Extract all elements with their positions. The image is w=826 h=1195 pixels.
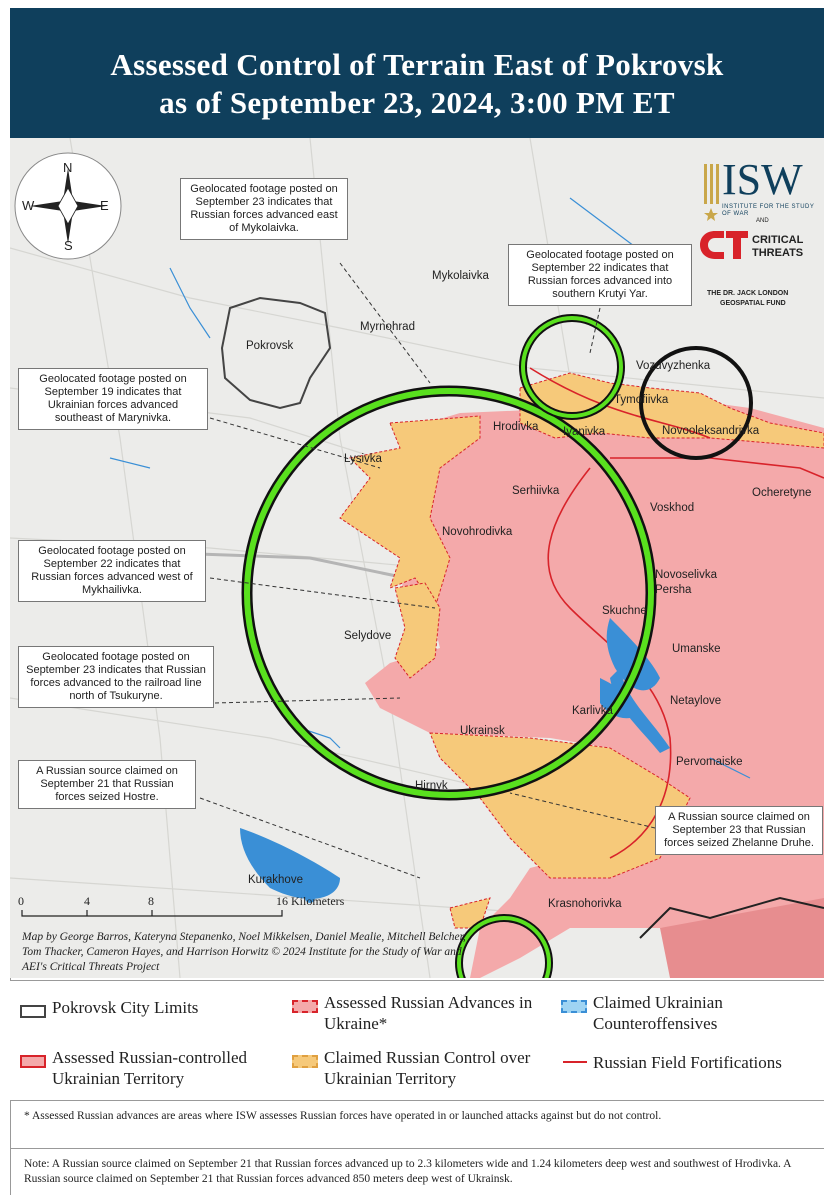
- place-ivanivka: Ivanivka: [563, 426, 606, 438]
- place-novoselivka-persha: Novoselivka Persha: [655, 569, 717, 596]
- ct-logo-line2: THREATS: [752, 247, 804, 259]
- legend-swatch-city-limits: [20, 1005, 46, 1018]
- place-mykolaivka: Mykolaivka: [432, 270, 489, 282]
- legend-swatch-russian-advances: [292, 1000, 318, 1013]
- isw-logo-subtext: INSTITUTE FOR THE STUDY OF WAR: [722, 204, 815, 217]
- compass-rose: [14, 152, 122, 260]
- callout-zhelanne-druhe: A Russian source claimed on September 23…: [655, 806, 823, 855]
- frontline-boundary: [639, 896, 824, 939]
- callout-mykhailivka: Geolocated footage posted on September 2…: [18, 540, 206, 602]
- highlight-circle-krasnohorivka[interactable]: [457, 916, 551, 978]
- compass-south-label: S: [64, 238, 73, 253]
- highlight-circle-novooleksandrivka[interactable]: [639, 346, 753, 460]
- scale-tick-4: 4: [84, 894, 90, 908]
- highlight-circle-large[interactable]: [244, 388, 654, 798]
- callout-krutyi-yar: Geolocated footage posted on September 2…: [508, 244, 692, 306]
- legend-label-russian-controlled: Assessed Russian-controlled Ukrainian Te…: [52, 1048, 248, 1088]
- legend-swatch-claimed-russian-control: [292, 1055, 318, 1068]
- place-karlivka: Karlivka: [572, 705, 613, 717]
- place-novooleksandrivka: Novooleksandrivka: [662, 425, 760, 437]
- map-credits: Map by George Barros, Kateryna Stepanenk…: [22, 931, 466, 973]
- place-umanske: Umanske: [672, 643, 721, 655]
- place-voskhod: Voskhod: [650, 502, 695, 514]
- ct-logo-line1: CRITICAL: [752, 234, 804, 246]
- legend-swatch-ukrainian-counteroffensives: [561, 1000, 587, 1013]
- london-fund-line2: GEOSPATIAL FUND: [720, 300, 786, 307]
- logo-and-label: AND: [756, 218, 769, 224]
- place-selydove: Selydove: [344, 630, 392, 642]
- legend-label-field-fortifications: Russian Field Fortifications: [593, 1053, 782, 1072]
- place-myrnohrad: Myrnohrad: [360, 321, 415, 333]
- place-netaylove: Netaylove: [670, 695, 722, 707]
- claimed-russian-control: [339, 372, 824, 929]
- map-header: Assessed Control of Terrain East of Pokr…: [10, 8, 824, 138]
- callout-mykolaivka: Geolocated footage posted on September 2…: [180, 178, 348, 240]
- place-kurakhove: Kurakhove: [248, 874, 303, 886]
- compass-north-label: N: [63, 160, 73, 175]
- place-lysivka: Lysivka: [344, 453, 382, 465]
- map-title-line2: as of September 23, 2024, 3:00 PM ET: [159, 85, 675, 120]
- callout-hostre: A Russian source claimed on September 21…: [18, 760, 196, 809]
- isw-logo-mark: [704, 164, 719, 221]
- ct-logo-mark: [700, 231, 748, 259]
- place-hrodivka: Hrodivka: [493, 421, 539, 433]
- legend-swatch-russian-controlled: [20, 1055, 46, 1068]
- callout-tsukuryne: Geolocated footage posted on September 2…: [18, 646, 214, 708]
- map-area[interactable]: N S W E ISW INSTITUTE FOR THE STUDY OF W…: [10, 138, 824, 978]
- scale-tick-0: 0: [18, 894, 24, 908]
- place-tymofiivka: Tymofiivka: [614, 394, 669, 406]
- compass-east-label: E: [100, 198, 109, 213]
- legend-swatch-field-fortifications: [563, 1061, 587, 1063]
- legend-label-russian-advances: Assessed Russian Advances in Ukraine*: [324, 993, 533, 1033]
- legend-label-claimed-russian-control: Claimed Russian Control over Ukrainian T…: [324, 1048, 531, 1088]
- place-pokrovsk: Pokrovsk: [246, 340, 294, 352]
- map-title-line1: Assessed Control of Terrain East of Pokr…: [110, 47, 724, 82]
- place-ukrainsk: Ukrainsk: [460, 725, 505, 737]
- place-ocheretyne: Ocheretyne: [752, 487, 812, 499]
- callout-leader-lines: [199, 262, 656, 879]
- place-vozdvyzhenka: Vozdvyzhenka: [636, 360, 711, 372]
- highlight-circle-krutyi-yar[interactable]: [521, 316, 623, 418]
- london-fund-line1: THE DR. JACK LONDON: [707, 290, 789, 297]
- pokrovsk-city-limits: [220, 296, 332, 410]
- legend-label-city-limits: Pokrovsk City Limits: [52, 998, 199, 1017]
- place-krasnohorivka: Krasnohorivka: [548, 898, 622, 910]
- legend-label-ukrainian-counteroffensives: Claimed Ukrainian Counteroffensives: [593, 993, 723, 1033]
- isw-logo-text: ISW: [722, 155, 803, 204]
- scale-bar: [21, 910, 283, 917]
- scale-tick-16: 16 Kilometers: [276, 894, 345, 908]
- scale-tick-8: 8: [148, 894, 154, 908]
- place-novohrodivka: Novohrodivka: [442, 526, 513, 538]
- map-legend: Pokrovsk City Limits Assessed Russian Ad…: [10, 980, 824, 1101]
- russian-controlled-hatched: [660, 898, 824, 978]
- place-hirnyk: Hirnyk: [415, 780, 448, 792]
- callout-marynivka: Geolocated footage posted on September 1…: [18, 368, 208, 430]
- legend-footnote: * Assessed Russian advances are areas wh…: [10, 1100, 824, 1148]
- place-serhiivka: Serhiivka: [512, 485, 560, 497]
- place-pervomaiske: Pervomaiske: [676, 756, 743, 768]
- place-skuchne: Skuchne: [602, 605, 647, 617]
- map-note: Note: A Russian source claimed on Septem…: [10, 1148, 824, 1195]
- compass-west-label: W: [22, 198, 35, 213]
